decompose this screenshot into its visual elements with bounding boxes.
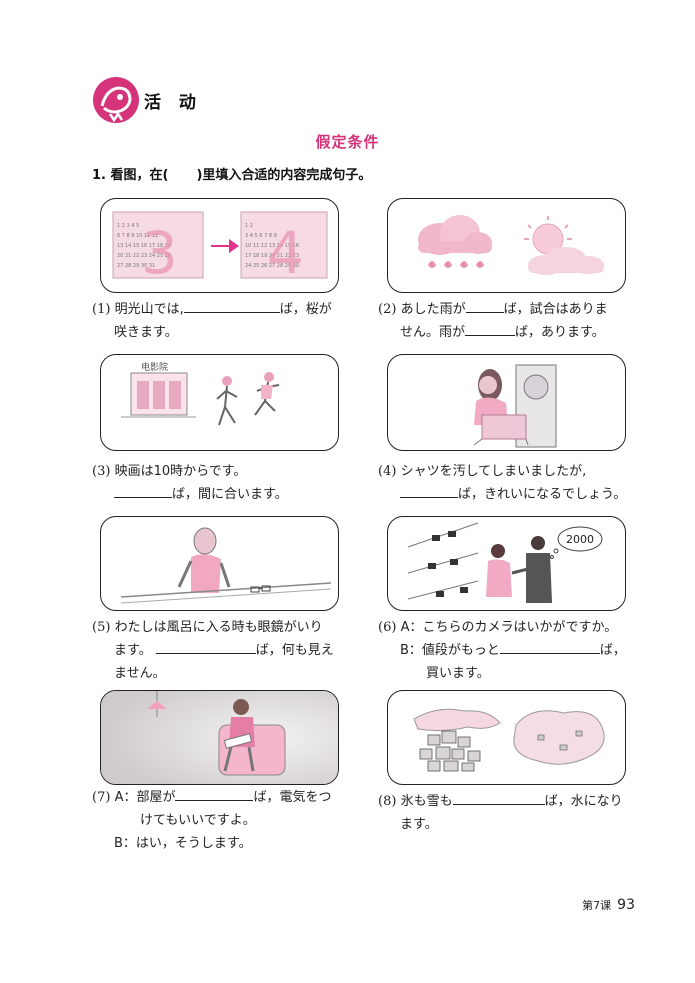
instruction-prefix: 1. 看图，在( bbox=[92, 168, 169, 183]
runner-1-icon bbox=[216, 376, 238, 426]
answer-blank[interactable] bbox=[155, 639, 256, 654]
instruction: 1. 看图，在( )里填入合适的内容完成句子。 bbox=[92, 164, 371, 183]
answer-blank[interactable] bbox=[114, 483, 172, 498]
answer-blank[interactable] bbox=[452, 790, 545, 805]
svg-text:20 21 22 23 24 25 26: 20 21 22 23 24 25 26 bbox=[117, 253, 171, 259]
svg-text:1 2 3 4 5: 1 2 3 4 5 bbox=[117, 223, 139, 229]
picture-panel-6: 2000 bbox=[387, 516, 626, 611]
activity-logo-icon bbox=[93, 77, 139, 123]
svg-text:10 11 12 13 14 15 16: 10 11 12 13 14 15 16 bbox=[245, 243, 299, 249]
picture-panel-5 bbox=[100, 516, 339, 611]
bath-glasses-illustration bbox=[120, 527, 332, 604]
question-5: (5) わたしは風呂に入る時も眼鏡がいり ます。ば，何も見え ません。 bbox=[92, 620, 334, 681]
cinema-running-illustration: 电影院 bbox=[121, 361, 280, 426]
page-number: 93 bbox=[617, 897, 635, 913]
rain-cloud-icon bbox=[418, 215, 492, 268]
camera-shop-illustration: 2000 bbox=[407, 522, 603, 603]
answer-blank[interactable] bbox=[465, 298, 504, 313]
picture-panel-8 bbox=[387, 690, 626, 785]
picture-panel-3: 电影院 bbox=[100, 354, 339, 451]
section-header: 活 动 bbox=[92, 76, 332, 130]
arrow-right-icon bbox=[211, 239, 239, 253]
question-1: (1) 明光山では,ば，桜が 咲きます。 bbox=[92, 298, 362, 344]
question-4: (4) シャツを汚してしまいましたが, ば，きれいになるでしょう。 bbox=[378, 464, 627, 502]
washing-machine-illustration bbox=[473, 364, 557, 448]
section-subtitle: 假定条件 bbox=[315, 133, 380, 151]
picture-panel-2 bbox=[387, 198, 626, 293]
svg-text:1 2: 1 2 bbox=[245, 223, 253, 229]
calendar-to-number: 4 bbox=[267, 219, 304, 287]
svg-text:13 14 15 16 17 18 19: 13 14 15 16 17 18 19 bbox=[117, 243, 171, 249]
answer-blank[interactable] bbox=[499, 639, 600, 654]
calendar-illustration: 1 2 3 4 5 6 7 8 9 10 11 12 13 14 15 16 17… bbox=[112, 211, 328, 287]
sun-cloud-icon bbox=[524, 216, 604, 275]
runner-2-icon bbox=[254, 372, 280, 416]
question-7: (7) A：部屋がば，電気をつ けてもいいですよ。 B：はい，そうします。 bbox=[92, 786, 362, 855]
answer-blank[interactable] bbox=[183, 298, 280, 313]
instruction-suffix: )里填入合适的内容完成句子。 bbox=[196, 168, 372, 183]
question-2: (2) あした雨がば，試合はありま せん。雨がば，あります。 bbox=[378, 298, 648, 344]
price-bubble: 2000 bbox=[566, 533, 594, 546]
svg-text:24 25 26 27 28 29 30: 24 25 26 27 28 29 30 bbox=[245, 263, 299, 269]
answer-blank[interactable] bbox=[175, 786, 254, 801]
question-8: (8) 氷も雪もば，水になり ます。 bbox=[378, 790, 648, 836]
glasses-icon bbox=[250, 585, 271, 593]
question-3: (3) 映画は10時からです。 ば，間に合います。 bbox=[92, 464, 288, 502]
svg-text:17 18 19 20 21 22 23: 17 18 19 20 21 22 23 bbox=[245, 253, 299, 259]
answer-blank[interactable] bbox=[400, 483, 458, 498]
cinema-sign: 电影院 bbox=[141, 361, 168, 373]
svg-text:27 28 29 30 31: 27 28 29 30 31 bbox=[117, 263, 155, 269]
calendar-from-number: 3 bbox=[141, 219, 178, 287]
answer-blank[interactable] bbox=[465, 321, 516, 336]
svg-text:6 7 8 9 10 11 12: 6 7 8 9 10 11 12 bbox=[117, 233, 158, 239]
lesson-label: 第7课 bbox=[582, 899, 612, 912]
svg-text:3 4 5 6 7 8 9: 3 4 5 6 7 8 9 bbox=[245, 233, 277, 239]
picture-panel-4 bbox=[387, 354, 626, 451]
dark-room-illustration bbox=[101, 691, 338, 784]
activity-label: 活 动 bbox=[144, 93, 202, 113]
picture-panel-1: 1 2 3 4 5 6 7 8 9 10 11 12 13 14 15 16 17… bbox=[100, 198, 339, 293]
page-footer: 第7课 93 bbox=[582, 897, 635, 913]
picture-panel-7 bbox=[100, 690, 339, 785]
weather-illustration bbox=[418, 215, 604, 275]
ceiling-lamp-icon bbox=[147, 691, 167, 717]
question-6: (6) A：こちらのカメラはいかがですか。 B：値段がもっとば， 買います。 bbox=[378, 620, 626, 681]
ice-snow-illustration bbox=[413, 708, 605, 772]
